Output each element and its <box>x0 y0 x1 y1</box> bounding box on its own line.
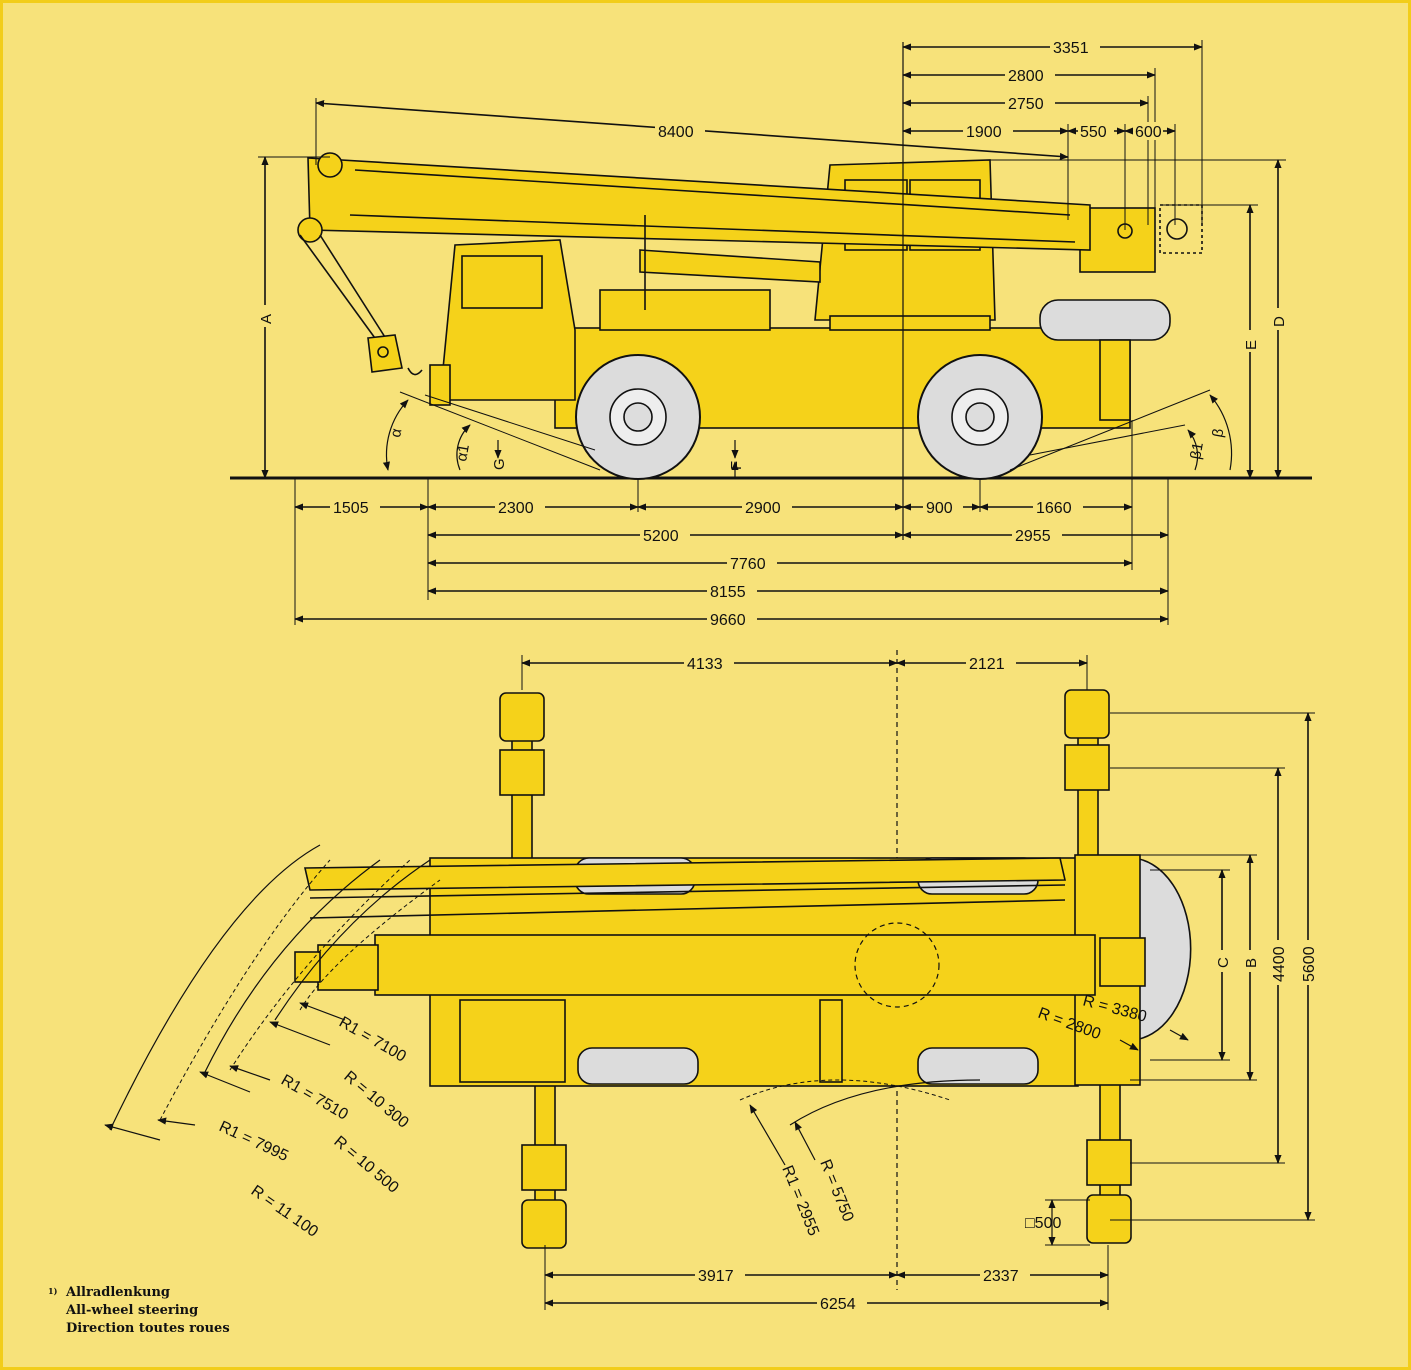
dim-1660: 1660 <box>1036 500 1072 517</box>
dim-4400: 4400 <box>1271 946 1288 982</box>
dim-2121: 2121 <box>969 656 1005 673</box>
dim-8155: 8155 <box>710 584 746 601</box>
dim-1505: 1505 <box>333 500 369 517</box>
hoist-rope <box>299 234 381 346</box>
radius-r-10500: R = 10 500 <box>330 1133 401 1197</box>
label-B: B <box>1243 958 1260 968</box>
footnote: 1) Allradlenkung All-wheel steering Dire… <box>48 1284 230 1338</box>
dim-2955: 2955 <box>1015 528 1051 545</box>
outrigger-rear-left <box>1064 689 1110 861</box>
dim-4133: 4133 <box>687 656 723 673</box>
side-view <box>230 40 1312 625</box>
dim-3917: 3917 <box>698 1268 734 1285</box>
dim-3351: 3351 <box>1053 40 1089 57</box>
footnote-german: Allradlenkung <box>66 1285 170 1300</box>
rear-wheel <box>917 354 1043 480</box>
dim-900: 900 <box>926 500 953 517</box>
label-A: A <box>258 314 275 324</box>
label-alpha1: α1 <box>453 443 473 463</box>
front-wheel <box>575 354 701 480</box>
dim-8400: 8400 <box>658 124 694 141</box>
dim-5600: 5600 <box>1301 946 1318 982</box>
dim-7760: 7760 <box>730 556 766 573</box>
engine-housing <box>599 289 771 331</box>
dim-2337: 2337 <box>983 1268 1019 1285</box>
radius-r-5750: R = 5750 <box>816 1157 856 1224</box>
top-view <box>104 650 1315 1310</box>
dim-550: 550 <box>1080 124 1107 141</box>
dim-9660: 9660 <box>710 612 746 629</box>
outrigger-front-right <box>521 1084 567 1249</box>
telescopic-boom <box>307 157 1091 251</box>
counterweight <box>1079 207 1156 273</box>
label-beta1: β1 <box>1187 441 1207 461</box>
label-G: G <box>491 458 508 470</box>
dim-5200: 5200 <box>643 528 679 545</box>
radius-r1-7510: R1 = 7510 <box>278 1072 351 1124</box>
dim-2900: 2900 <box>745 500 781 517</box>
footnote-marker: 1) <box>48 1286 58 1296</box>
dim-2300: 2300 <box>498 500 534 517</box>
label-D: D <box>1271 316 1288 327</box>
boom-top-view <box>374 934 1096 996</box>
radius-r-10300: R = 10 300 <box>340 1068 411 1132</box>
dim-2750: 2750 <box>1008 96 1044 113</box>
radius-r1-7995: R1 = 7995 <box>216 1118 291 1165</box>
radius-r1-7100: R1 = 7100 <box>336 1014 409 1066</box>
label-alpha: α <box>387 427 405 439</box>
radius-r1-2955: R1 = 2955 <box>778 1163 822 1238</box>
label-C: C <box>1215 957 1232 968</box>
luffing-cylinder <box>639 249 821 283</box>
cab-window <box>461 255 543 309</box>
footnote-english: All-wheel steering <box>66 1303 199 1318</box>
dim-6254: 6254 <box>820 1296 856 1313</box>
hook-block <box>367 334 403 373</box>
footnote-french: Direction toutes roues <box>66 1321 230 1336</box>
side-view-dimension-labels: 3351 2800 2750 1900 550 600 8400 1505 23… <box>256 38 1288 629</box>
dim-2800: 2800 <box>1008 68 1044 85</box>
outrigger-front-left <box>499 692 545 861</box>
dim-1900: 1900 <box>966 124 1002 141</box>
dim-600: 600 <box>1135 124 1162 141</box>
radius-r-11100: R = 11 100 <box>248 1182 321 1240</box>
outrigger-rear-right <box>1086 1079 1132 1244</box>
dim-pad-500: □500 <box>1025 1215 1061 1232</box>
label-beta: β <box>1209 427 1227 439</box>
label-F: F <box>728 461 745 470</box>
label-E: E <box>1243 340 1260 350</box>
